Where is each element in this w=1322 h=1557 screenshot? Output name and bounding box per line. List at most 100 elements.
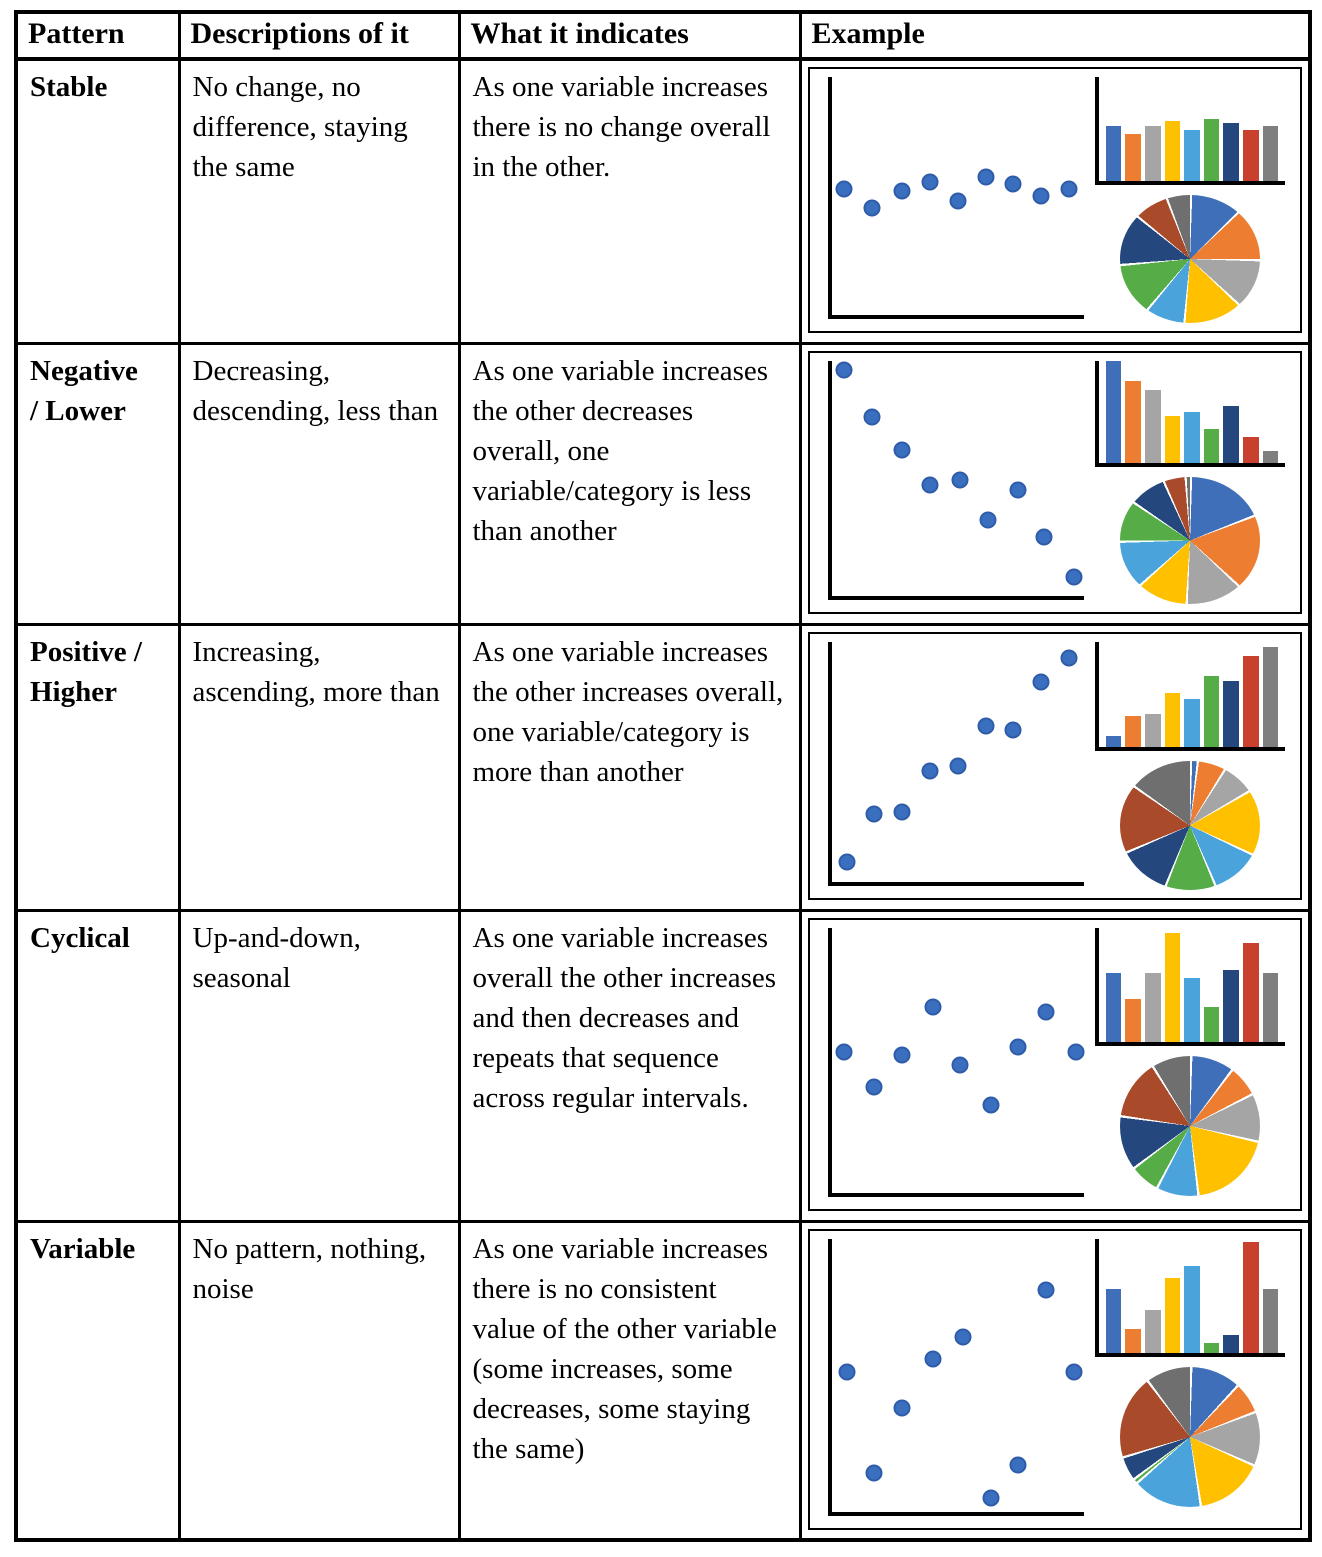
table-row: Cyclical Up-and-down, seasonal As one va…	[14, 908, 1312, 1223]
scatter-point	[1009, 1456, 1027, 1474]
header-descriptions: Descriptions of it	[177, 10, 461, 61]
description-text: No change, no difference, staying the sa…	[192, 71, 408, 184]
table-header: Pattern Descriptions of it What it indic…	[14, 10, 1312, 61]
scatter-point	[979, 511, 997, 529]
scatter-point	[835, 1043, 853, 1061]
scatter-point	[921, 173, 939, 191]
scatter-point	[977, 168, 995, 186]
table-body: Stable No change, no difference, staying…	[14, 57, 1312, 1542]
example-figure	[807, 631, 1302, 900]
pie-chart	[1120, 1055, 1261, 1196]
bar	[1125, 381, 1141, 464]
scatter-point	[865, 1078, 883, 1095]
bar	[1223, 405, 1240, 464]
scatter-point	[921, 762, 939, 780]
indicates-cell: As one variable increases there is no ch…	[457, 57, 802, 345]
bar	[1203, 1007, 1220, 1042]
bar	[1262, 1288, 1279, 1353]
bar	[1184, 977, 1200, 1042]
table-row: Positive / Higher Increasing, ascending,…	[14, 622, 1312, 912]
bar-chart	[1094, 1238, 1286, 1357]
bar	[1184, 411, 1200, 464]
description-cell: Up-and-down, seasonal	[177, 908, 461, 1223]
scatter-point	[835, 361, 853, 379]
header-example: Example	[798, 10, 1312, 61]
indicates-cell: As one variable increases there is no co…	[457, 1219, 802, 1542]
scatter-point	[893, 441, 911, 459]
description-text: Increasing, ascending, more than	[192, 635, 440, 708]
bar	[1164, 120, 1181, 182]
scatter-point	[1009, 481, 1027, 499]
table-row: Negative / Lower Decreasing, descending,…	[14, 341, 1312, 626]
bar-chart	[1094, 641, 1286, 751]
bar	[1262, 646, 1279, 747]
example-side-charts	[1084, 926, 1296, 1201]
scatter-point	[951, 1056, 969, 1074]
scatter-point	[949, 757, 967, 775]
bar	[1262, 973, 1279, 1042]
bar	[1105, 973, 1122, 1042]
bar	[1243, 436, 1259, 464]
scatter-point	[1067, 1043, 1085, 1061]
scatter-point	[1060, 649, 1078, 667]
bar	[1125, 716, 1141, 747]
description-cell: No pattern, nothing, noise	[177, 1219, 461, 1542]
example-cell	[798, 57, 1312, 345]
pattern-cell: Stable	[14, 57, 181, 345]
bar	[1164, 1278, 1181, 1353]
scatter-point	[924, 998, 941, 1016]
scatter-point	[949, 192, 967, 210]
scatter-point	[1065, 568, 1083, 586]
scatter-point	[893, 182, 911, 200]
description-cell: Increasing, ascending, more than	[177, 622, 461, 912]
pattern-label: Negative / Lower	[30, 354, 138, 427]
table-row: Stable No change, no difference, staying…	[14, 57, 1312, 345]
scatter-plot	[827, 1238, 1085, 1516]
scatter-point	[1004, 721, 1022, 739]
scatter-plot	[827, 77, 1085, 319]
scatter-point	[924, 1350, 941, 1368]
bar	[1105, 125, 1122, 182]
pie-chart	[1120, 1366, 1261, 1507]
indicates-cell: As one variable increases overall the ot…	[457, 908, 802, 1223]
pattern-label: Stable	[30, 71, 108, 103]
example-cell	[798, 1219, 1312, 1542]
bar	[1144, 125, 1161, 182]
scatter-point	[893, 1046, 911, 1064]
scatter-point	[1037, 1003, 1055, 1021]
bar	[1223, 122, 1240, 182]
bar	[1262, 125, 1279, 182]
pattern-cell: Negative / Lower	[14, 341, 181, 626]
indicates-text: As one variable increases overall the ot…	[472, 921, 777, 1114]
scatter-point	[893, 1399, 911, 1417]
header-row: Pattern Descriptions of it What it indic…	[14, 10, 1312, 61]
scatter-point	[1065, 1363, 1083, 1381]
bar-chart	[1094, 360, 1286, 468]
example-cell	[798, 908, 1312, 1223]
header-indicates: What it indicates	[457, 10, 802, 61]
scatter-point	[977, 717, 995, 734]
scatter-point	[1037, 1281, 1055, 1299]
scatter-point	[863, 199, 881, 217]
example-side-charts	[1084, 75, 1296, 323]
indicates-text: As one variable increases there is no ch…	[472, 71, 771, 184]
scatter-point	[1009, 1038, 1027, 1056]
bar	[1223, 1335, 1240, 1353]
description-cell: No change, no difference, staying the sa…	[177, 57, 461, 345]
bar	[1223, 681, 1240, 747]
indicates-text: As one variable increases the other decr…	[472, 354, 769, 547]
scatter-point	[1035, 528, 1053, 546]
scatter-plot	[827, 360, 1085, 600]
scatter-point	[863, 408, 881, 426]
scatter-plot	[827, 927, 1085, 1197]
bar	[1223, 969, 1240, 1042]
scatter-point	[1060, 180, 1078, 198]
bar	[1164, 692, 1181, 747]
bar	[1203, 1343, 1220, 1353]
scatter-point	[835, 180, 853, 198]
bar	[1262, 450, 1279, 464]
pattern-cell: Positive / Higher	[14, 622, 181, 912]
bar	[1125, 1328, 1141, 1353]
indicates-text: As one variable increases there is no co…	[472, 1232, 777, 1465]
description-text: Decreasing, descending, less than	[192, 354, 439, 427]
